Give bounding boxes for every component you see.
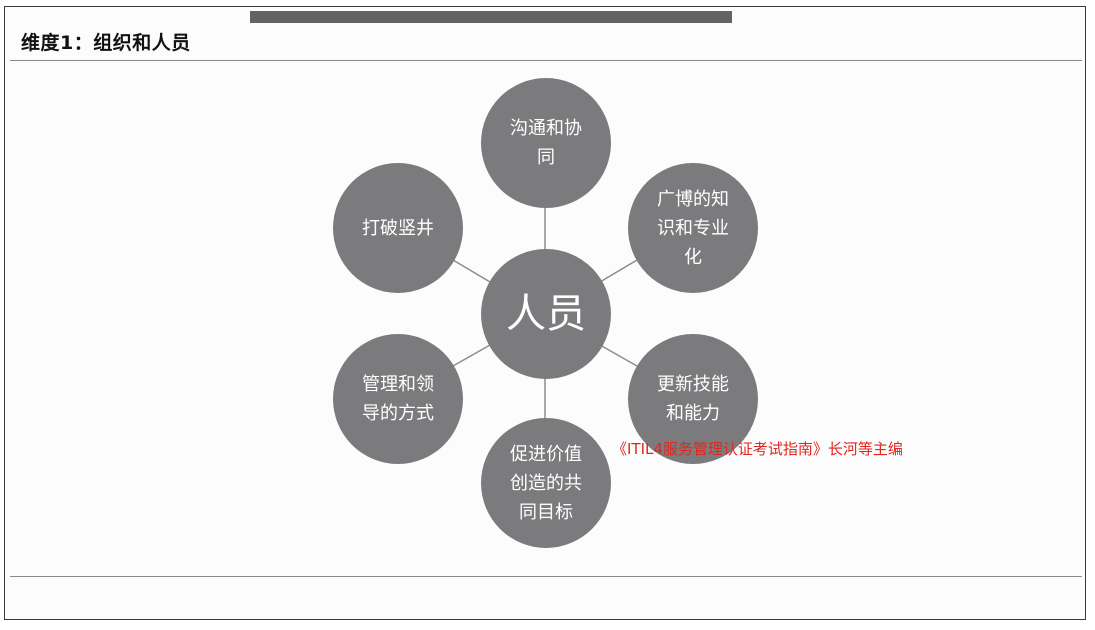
node-broad-knowledge: 广博的知识和专业化 xyxy=(628,163,758,293)
source-caption: 《ITIL4服务管理认证考试指南》长河等主编 xyxy=(612,440,903,458)
connector-top-right xyxy=(599,259,638,283)
node-center-people: 人员 xyxy=(481,249,611,379)
node-label: 管理和领导的方式 xyxy=(362,374,434,424)
center-label: 人员 xyxy=(506,291,586,337)
node-management-leadership: 管理和领导的方式 xyxy=(333,334,463,464)
connector-bottom-left xyxy=(452,344,491,367)
node-label: 打破竖井 xyxy=(362,217,434,239)
divider-top xyxy=(10,60,1082,61)
divider-bottom xyxy=(10,576,1082,577)
node-update-skills: 更新技能和能力 xyxy=(628,334,758,464)
connector-bottom-right xyxy=(599,344,638,367)
node-communication-collaboration: 沟通和协同 xyxy=(481,78,611,208)
node-shared-goals: 促进价值创造的共同目标 xyxy=(481,418,611,548)
node-break-silos: 打破竖井 xyxy=(333,163,463,293)
node-label: 广博的知识和专业化 xyxy=(657,188,729,268)
connector-top-left xyxy=(452,259,491,283)
node-label: 更新技能和能力 xyxy=(657,374,729,424)
top-bar xyxy=(250,11,732,23)
page-title: 维度1：组织和人员 xyxy=(21,32,191,54)
node-label: 促进价值创造的共同目标 xyxy=(510,443,582,523)
node-label: 沟通和协同 xyxy=(510,118,582,168)
